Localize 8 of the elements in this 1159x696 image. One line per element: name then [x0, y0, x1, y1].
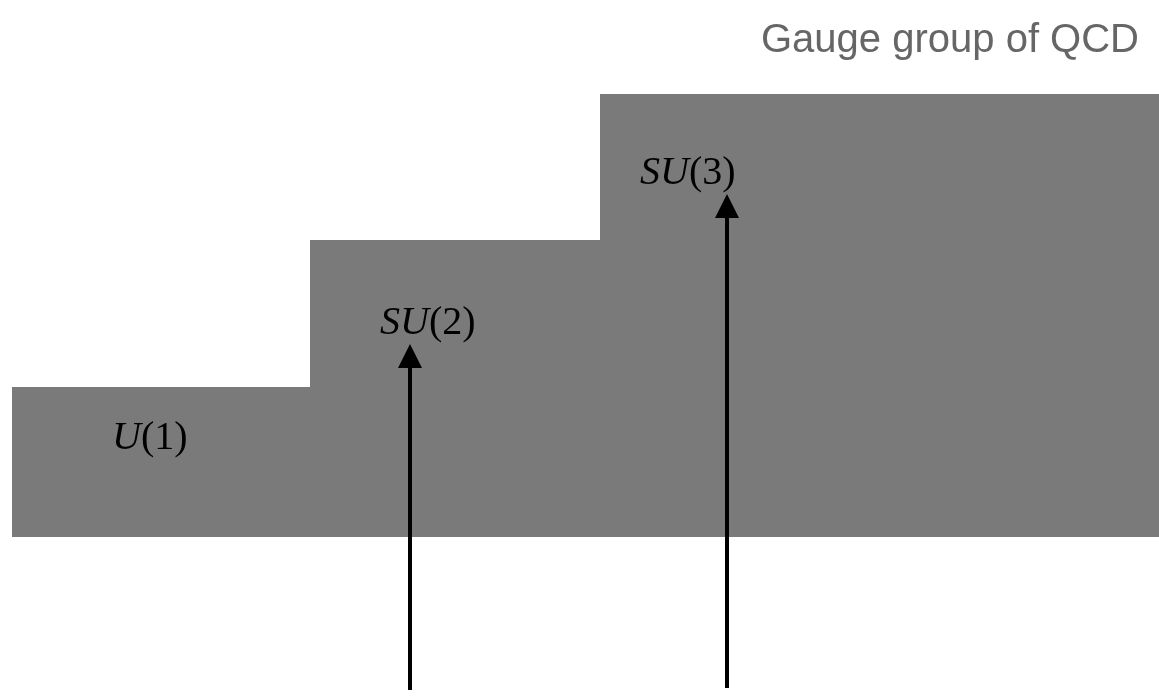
title: Gauge group of QCD — [761, 15, 1139, 62]
step-block — [12, 387, 310, 537]
arrow — [398, 344, 422, 690]
group-label: SU(3) — [640, 148, 736, 194]
group-label: SU(2) — [380, 298, 476, 344]
step-block — [600, 94, 1159, 537]
group-label: U(1) — [112, 413, 188, 459]
arrow — [715, 194, 739, 688]
